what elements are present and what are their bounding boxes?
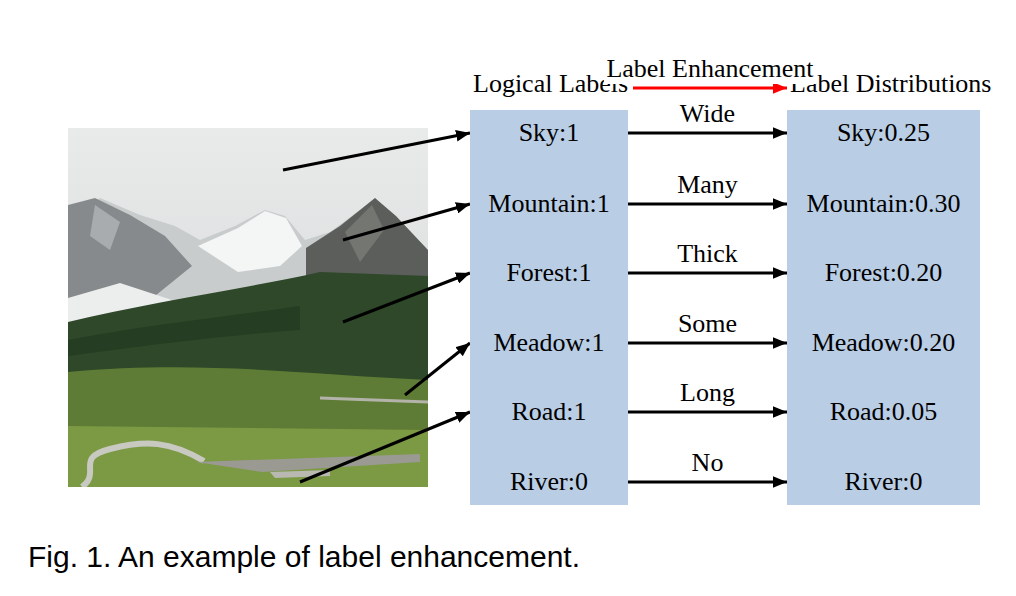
leader-line bbox=[343, 273, 470, 322]
label-column: Label DistributionsSky:0.25Mountain:0.30… bbox=[787, 66, 996, 505]
label-value: Road:1 bbox=[511, 396, 586, 428]
mapping-arrow bbox=[628, 411, 787, 414]
mapping-arrow bbox=[628, 342, 787, 345]
label-item: Mountain:0.30 bbox=[787, 182, 980, 226]
label-value: Forest:0.20 bbox=[825, 257, 943, 289]
label-item: Mountain:1 bbox=[470, 182, 628, 226]
edge-label: Thick bbox=[675, 239, 740, 269]
label-value: Meadow:1 bbox=[493, 327, 604, 359]
label-value: Mountain:1 bbox=[488, 188, 609, 220]
edge-label: Label Enhancement bbox=[604, 54, 815, 84]
label-item: Meadow:0.20 bbox=[787, 321, 980, 365]
label-panel bbox=[470, 110, 628, 505]
label-value: Meadow:0.20 bbox=[812, 327, 956, 359]
sky bbox=[68, 128, 428, 487]
label-item: Road:1 bbox=[470, 390, 628, 434]
label-value: River:0 bbox=[845, 466, 923, 498]
label-value: Road:0.05 bbox=[830, 396, 938, 428]
label-value: Forest:1 bbox=[506, 257, 591, 289]
label-item: Forest:1 bbox=[470, 251, 628, 295]
label-value: Sky:0.25 bbox=[837, 117, 930, 149]
edge-label: Many bbox=[675, 170, 740, 200]
edge-label: Wide bbox=[678, 99, 737, 129]
meadow-lower bbox=[68, 426, 428, 487]
edge-label: Some bbox=[676, 309, 739, 339]
leader-line bbox=[343, 204, 470, 240]
connector-group bbox=[628, 88, 787, 482]
label-item: River:0 bbox=[787, 460, 980, 504]
label-column: Logical LabelsSky:1Mountain:1Forest:1Mea… bbox=[470, 66, 633, 505]
rock-face bbox=[90, 205, 120, 250]
edge-label: Long bbox=[678, 378, 737, 408]
mapping-arrow bbox=[628, 272, 787, 275]
label-item: Meadow:1 bbox=[470, 321, 628, 365]
figure-caption: Fig. 1. An example of label enhancement. bbox=[28, 538, 580, 576]
edge-label: No bbox=[690, 448, 726, 478]
column-heading: Label Distributions bbox=[787, 66, 995, 110]
winding-path bbox=[82, 444, 204, 487]
enhancement-arrow bbox=[633, 87, 787, 90]
label-item: Forest:0.20 bbox=[787, 251, 980, 295]
mapping-arrow bbox=[628, 481, 787, 484]
snow-peak bbox=[198, 211, 302, 272]
label-panel bbox=[787, 110, 980, 505]
label-item: Sky:1 bbox=[470, 111, 628, 155]
label-item: River:0 bbox=[470, 460, 628, 504]
leader-line bbox=[283, 133, 470, 170]
meadow bbox=[68, 367, 428, 487]
mapping-arrow bbox=[628, 203, 787, 206]
label-value: Sky:1 bbox=[519, 117, 580, 149]
leader-line bbox=[300, 412, 470, 482]
mapping-arrow bbox=[628, 132, 787, 135]
boardwalk bbox=[196, 454, 420, 472]
distant-road bbox=[320, 398, 428, 402]
label-item: Sky:0.25 bbox=[787, 111, 980, 155]
forest bbox=[68, 272, 428, 382]
forest-shade bbox=[68, 306, 300, 356]
photo-content bbox=[68, 128, 428, 487]
label-value: River:0 bbox=[510, 466, 588, 498]
label-value: Mountain:0.30 bbox=[807, 188, 961, 220]
leader-line bbox=[405, 343, 470, 395]
label-item: Road:0.05 bbox=[787, 390, 980, 434]
